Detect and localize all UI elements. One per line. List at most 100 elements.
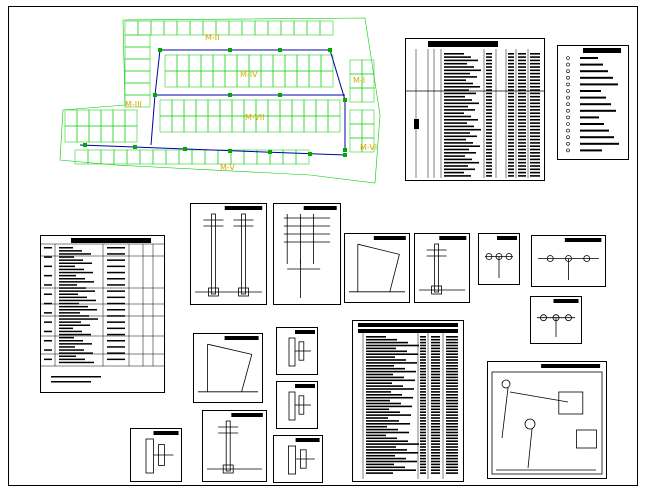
lot [349,109,363,125]
cell-text [446,350,458,353]
cell-text [59,361,94,364]
lot [260,70,274,88]
lot [163,20,178,36]
lot [361,59,375,75]
cell-text [366,423,410,425]
cell-text [420,452,426,454]
lot [178,149,193,165]
cell-text [486,168,492,171]
cell-text [518,86,526,88]
pole-marker [133,145,137,149]
zone-label: M-IV [240,70,258,79]
cell-text [446,443,458,445]
pole [211,213,216,295]
cell-text [508,138,514,141]
cell-text [530,171,540,174]
pole-marker [278,48,282,52]
cell-text [486,148,492,151]
cell-text [366,466,405,469]
pole-marker [183,147,187,151]
cell-text [431,434,440,437]
cell-text [518,155,526,157]
cell-text [446,336,458,338]
detail-title-bar [553,299,579,303]
cell-text [530,165,540,167]
cell-text [530,92,540,95]
cell-text [518,76,526,78]
lot [291,115,305,133]
cell-text [366,370,416,373]
cell-text [366,336,386,338]
cell-text [444,112,464,114]
cell-text [366,414,411,416]
cell-text [508,95,514,98]
cell-text [518,115,526,118]
lot [361,109,375,125]
bill-of-materials-table [40,235,165,393]
insulator [540,314,547,322]
cell-text [444,79,466,81]
lot [361,123,375,139]
pole [501,387,509,439]
pole [241,213,246,295]
pole-section [288,337,296,367]
cell-text [44,340,52,342]
cell-text [366,365,394,367]
lot [279,115,293,133]
cell-text [530,122,540,124]
cell-text [420,341,426,344]
cell-text [486,115,492,118]
cell-text [431,396,440,399]
pole-section [145,438,154,474]
cell-text [444,135,477,138]
cell-text [486,142,492,144]
cell-text [508,158,514,161]
lot [308,54,322,72]
lot [224,54,238,72]
lot [315,99,329,117]
cell-text [107,358,125,361]
cell-text [530,95,540,98]
cell-text [59,299,96,302]
cell-text [420,350,426,353]
cell-text [431,385,440,387]
legend-symbol [566,135,570,139]
cell-text [420,362,426,364]
cell-text [420,440,426,442]
cell-text [486,72,492,75]
cell-text [59,355,76,357]
cell-text [59,318,98,320]
cell-text [444,99,472,101]
cell-text [431,362,440,364]
lot [88,125,102,143]
cell-text [431,341,440,344]
pole-marker [228,93,232,97]
legend-text [580,76,613,79]
cell-text [59,305,88,308]
lot [349,59,363,75]
cell-text [518,105,526,108]
cell-text [444,125,474,128]
cell-text [59,274,76,277]
cell-text [431,437,440,440]
cell-text [366,338,397,341]
lot [164,70,178,88]
cell-text [486,138,492,141]
lot [284,70,298,88]
lot [279,99,293,117]
cell-text [420,373,426,376]
insulator [546,255,554,262]
cell-text [444,109,475,111]
cell-text [530,69,540,72]
lot [327,115,341,133]
cell-text [431,469,440,471]
lot [315,115,329,133]
cell-text [107,327,125,330]
cell-text [59,343,92,345]
cell-text [420,460,426,463]
cell-text [446,460,458,463]
stay-wire [241,354,253,392]
zone-label: M-I [353,76,365,85]
pole-section [288,391,296,421]
lot [267,20,282,36]
